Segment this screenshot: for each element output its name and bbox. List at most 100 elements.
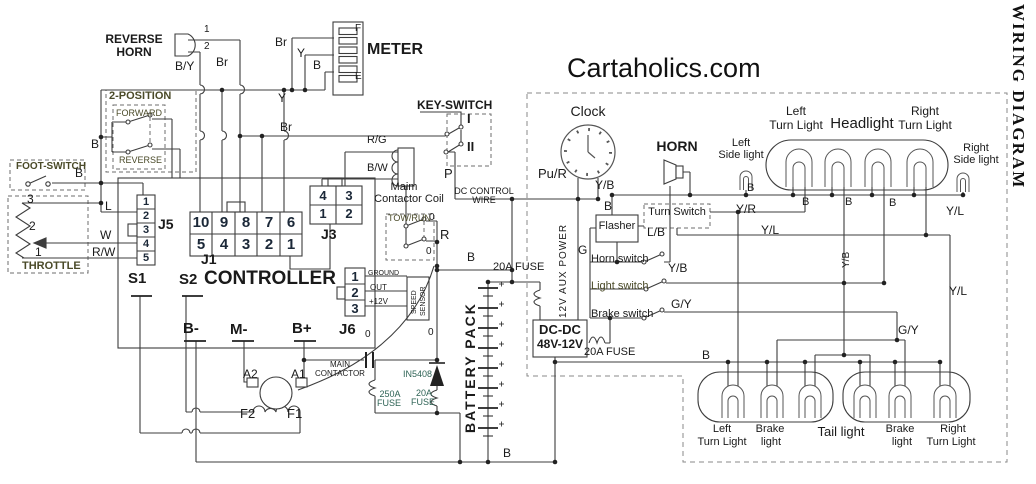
label-left-turn-front-1: Left bbox=[785, 104, 807, 118]
label-right-turn-rear-2: Turn Light bbox=[926, 436, 976, 448]
label-brake-right-1: Brake bbox=[885, 423, 915, 435]
battery-icon bbox=[478, 281, 504, 437]
label-contactor-coil-2: Contactor Coil bbox=[374, 193, 444, 205]
label-m-minus: M- bbox=[230, 321, 248, 338]
label-dcdc-1: DC-DC bbox=[539, 322, 581, 337]
label-right-turn-front-2: Turn Light bbox=[898, 118, 952, 132]
rear-bulb-icons bbox=[721, 384, 957, 418]
label-j3: J3 bbox=[321, 226, 337, 242]
label-key-switch: KEY-SWITCH bbox=[417, 98, 493, 112]
wire-b-1: B bbox=[313, 58, 322, 72]
meter-icon bbox=[332, 21, 364, 96]
wire-b-10: B bbox=[889, 197, 897, 209]
label-250a-fuse-1: 250A bbox=[379, 389, 401, 399]
label-clock: Clock bbox=[570, 103, 606, 119]
label-brake-right-2: light bbox=[891, 436, 913, 448]
reverse-horn-pin-2: 2 bbox=[204, 41, 210, 52]
j5-pin-1: 1 bbox=[142, 196, 150, 208]
diode-icon bbox=[429, 362, 445, 386]
label-s1: S1 bbox=[128, 270, 147, 287]
label-left-side-light-1: Left bbox=[731, 137, 751, 149]
wire-yb-1: Y/B bbox=[595, 178, 615, 192]
wire-yr: Y/R bbox=[736, 202, 757, 216]
label-left-turn-rear-2: Turn Light bbox=[697, 436, 747, 448]
label-20a-fuse-battery: 20A FUSE bbox=[493, 261, 545, 273]
wire-rg: R/G bbox=[367, 134, 387, 146]
label-brake-left-2: light bbox=[760, 436, 782, 448]
label-dcdc-2: 48V-12V bbox=[536, 337, 584, 351]
label-250a-fuse-2: FUSE bbox=[376, 398, 402, 408]
label-dc-control-2: WIRE bbox=[472, 195, 496, 205]
label-headlight: Headlight bbox=[830, 115, 894, 132]
wire-yl-3: Y/L bbox=[949, 284, 968, 298]
label-turn-switch: Turn Switch bbox=[648, 206, 706, 218]
label-right-turn-front-1: Right bbox=[910, 104, 940, 118]
label-foot-switch: FOOT-SWITCH bbox=[16, 161, 86, 172]
label-tow-run: TOW/RUN bbox=[388, 213, 431, 223]
j1-pin-1: 1 bbox=[286, 236, 296, 253]
label-12v-aux-power: 12V AUX POWER bbox=[558, 223, 569, 318]
icons bbox=[14, 33, 970, 437]
speed-sensor-box bbox=[406, 276, 430, 321]
front-bulb-icons bbox=[739, 148, 970, 192]
zero-curve-2: 0 bbox=[428, 327, 434, 338]
wire-by: B/Y bbox=[175, 59, 195, 73]
tow-0-bottom: 0 bbox=[426, 246, 432, 257]
motor-icon bbox=[246, 376, 308, 410]
key-pos-ii: II bbox=[467, 139, 475, 154]
label-right-turn-rear-1: Right bbox=[940, 423, 966, 435]
wire-l: L bbox=[105, 199, 112, 213]
j1-pin-3: 3 bbox=[241, 236, 251, 253]
wire-g: G bbox=[578, 243, 588, 257]
wire-gy-1: G/Y bbox=[671, 297, 692, 311]
wire-b-9: B bbox=[845, 196, 853, 208]
label-speed: SPEED bbox=[411, 290, 418, 314]
label-reverse: REVERSE bbox=[119, 155, 163, 165]
wire-b-7: B bbox=[747, 182, 755, 194]
label-j6: J6 bbox=[339, 321, 356, 338]
wire-b-4: B bbox=[75, 166, 84, 180]
wire-b-3: B bbox=[467, 250, 476, 264]
wires-right bbox=[455, 171, 964, 462]
label-j1: J1 bbox=[201, 251, 217, 267]
junction-dots bbox=[98, 87, 966, 465]
dashed-boxes bbox=[7, 89, 711, 274]
wire-yl-2: Y/L bbox=[761, 223, 780, 237]
label-sensor: SENSOR bbox=[420, 286, 427, 316]
dcdc-converter-box bbox=[532, 319, 588, 358]
j1-pin-4: 4 bbox=[219, 236, 229, 253]
wire-b-11: B bbox=[702, 348, 711, 362]
wire-br-1: Br bbox=[216, 55, 228, 69]
throttle-pin-1: 1 bbox=[35, 245, 42, 259]
label-j5: J5 bbox=[158, 216, 174, 232]
label-main-contactor-1: MAIN bbox=[330, 360, 350, 369]
label-ground: GROUND bbox=[368, 270, 400, 277]
wire-yl-1: Y/L bbox=[946, 204, 965, 218]
throttle-pin-3: 3 bbox=[27, 192, 34, 206]
label-battery-pack: BATTERY PACK bbox=[462, 302, 478, 433]
j5-pin-3: 3 bbox=[142, 224, 150, 236]
j1-pin-6: 6 bbox=[286, 214, 296, 231]
label-right-side-light-1: Right bbox=[963, 142, 989, 154]
label-flasher: Flasher bbox=[598, 220, 636, 232]
throttle-icon bbox=[14, 202, 47, 259]
j3-pin-2: 2 bbox=[345, 206, 353, 221]
label-meter: METER bbox=[367, 41, 423, 58]
rear-light-cluster-left bbox=[697, 371, 834, 423]
label-left-turn-rear-1: Left bbox=[712, 423, 732, 435]
tow-0-top: 0 bbox=[429, 212, 435, 223]
wire-yb-2: Y/B bbox=[668, 261, 688, 275]
j3-pin-4: 4 bbox=[319, 188, 327, 203]
label-a2: A2 bbox=[243, 367, 258, 381]
wire-b-5: B bbox=[503, 446, 512, 460]
wire-rw: R/W bbox=[92, 245, 116, 259]
j1-pin-8: 8 bbox=[241, 214, 251, 231]
label-controller: CONTROLLER bbox=[204, 268, 336, 289]
label-a1: A1 bbox=[291, 367, 306, 381]
label-throttle: THROTTLE bbox=[22, 260, 81, 272]
fuse-icons bbox=[368, 289, 606, 407]
j1-pin-2: 2 bbox=[264, 236, 274, 253]
key-pos-i: I bbox=[467, 111, 471, 126]
label-contactor-coil-1: Maim bbox=[390, 181, 418, 193]
